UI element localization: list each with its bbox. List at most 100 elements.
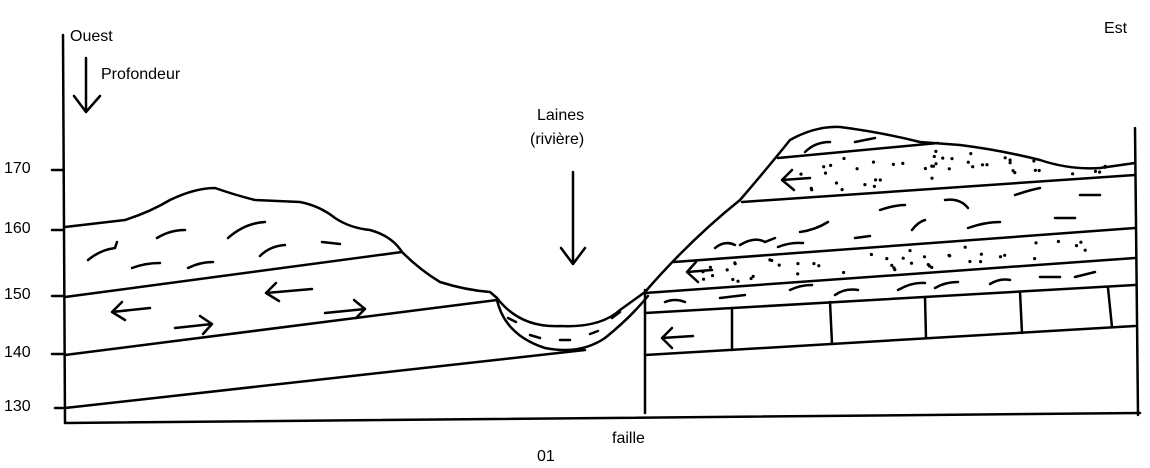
sand-dot — [934, 149, 938, 153]
sand-dot — [829, 163, 833, 167]
east-label: Est — [1104, 20, 1128, 37]
sand-dot — [985, 163, 989, 167]
sand-dot — [932, 154, 936, 159]
sand-dot — [863, 183, 867, 187]
sand-dot — [1008, 158, 1012, 162]
clay-dashes — [86, 136, 1102, 304]
tick-label: 140 — [4, 344, 31, 361]
limestone-joints — [730, 286, 1114, 352]
sand-dot — [1071, 172, 1075, 176]
sand-dot — [872, 184, 877, 188]
sand-dot — [969, 152, 973, 156]
sand-dot — [1033, 257, 1037, 261]
sand-dot — [1098, 170, 1102, 174]
sand-dot — [708, 265, 713, 269]
flow-arrows — [110, 168, 812, 350]
sand-dot — [768, 258, 772, 262]
sand-dot — [968, 259, 972, 264]
east-layer-boundary — [643, 256, 1137, 295]
sand-dot — [796, 272, 800, 276]
sand-dot — [1034, 241, 1038, 245]
tick-label: 170 — [4, 160, 31, 177]
sand-dot — [842, 156, 846, 161]
flow-right-arrow-icon — [173, 314, 214, 336]
east-layer-boundary — [643, 324, 1137, 357]
sand-dot — [998, 255, 1003, 259]
sand-dot — [1033, 168, 1037, 172]
sand-dot — [893, 268, 897, 272]
sand-dot — [1079, 240, 1083, 244]
sand-dot — [731, 277, 735, 282]
west-layer-boundary — [63, 250, 404, 299]
base-line — [63, 411, 1142, 425]
sand-dots — [701, 149, 1107, 283]
sand-dot — [930, 176, 934, 180]
depth-arrow-icon — [72, 56, 102, 114]
ground-surface — [63, 125, 1137, 328]
sand-dot — [922, 255, 927, 259]
sand-dot — [869, 252, 874, 257]
sand-dot — [810, 188, 814, 192]
flow-left-arrow-icon — [685, 260, 714, 284]
sand-dot — [1074, 244, 1079, 248]
sand-dot — [908, 249, 912, 253]
alluvium-dashes — [506, 310, 622, 342]
sand-dot — [980, 163, 985, 167]
tick-label: 160 — [4, 220, 31, 237]
sand-dot — [733, 262, 737, 266]
sand-dot — [966, 160, 970, 164]
sand-dot — [1003, 253, 1007, 257]
sand-dot — [941, 156, 945, 160]
tick-label: 150 — [4, 286, 31, 303]
flow-left-arrow-icon — [264, 281, 314, 303]
sand-dot — [947, 167, 951, 171]
east-layer-boundary — [740, 173, 1137, 204]
sand-dot — [963, 245, 967, 249]
sand-dot — [736, 279, 740, 283]
fault-label: faille — [612, 430, 645, 447]
west-label: Ouest — [70, 28, 113, 45]
sand-dot — [702, 277, 706, 281]
sand-dot — [1013, 171, 1017, 175]
sand-dot — [796, 262, 800, 266]
west-layer-boundary — [63, 298, 499, 357]
sand-dot — [822, 165, 826, 169]
sand-dot — [1003, 156, 1007, 160]
sand-dot — [979, 252, 984, 256]
sand-dot — [1103, 165, 1107, 169]
sand-dot — [725, 268, 729, 272]
river-note-label: (rivière) — [530, 131, 585, 148]
river-arrow-icon — [559, 170, 587, 266]
sand-dot — [751, 274, 755, 278]
sand-dot — [950, 157, 954, 161]
sand-dot — [901, 161, 905, 165]
tick-label: 130 — [4, 398, 31, 415]
sand-dot — [909, 261, 914, 265]
sand-dot — [901, 256, 905, 260]
sand-dot — [934, 162, 938, 166]
east-layer-boundary — [672, 226, 1137, 264]
sand-dot — [823, 171, 828, 175]
sand-dot — [817, 264, 821, 268]
east-border — [1133, 126, 1140, 417]
sand-dot — [923, 166, 928, 171]
east-layer-boundary — [776, 141, 940, 160]
sand-dot — [799, 172, 803, 176]
flow-left-arrow-icon — [780, 168, 812, 192]
flow-left-arrow-icon — [110, 300, 152, 322]
sand-dot — [812, 262, 816, 266]
sand-dot — [971, 165, 975, 169]
sand-dot — [1093, 169, 1098, 173]
sand-dot — [874, 178, 878, 182]
altitude-axis — [61, 33, 67, 425]
sand-dot — [891, 162, 896, 166]
river-alluvium — [495, 294, 650, 352]
west-layer-boundary — [63, 348, 587, 410]
sand-dot — [1037, 168, 1041, 173]
sand-dot — [749, 276, 753, 281]
sand-dot — [930, 164, 934, 168]
sand-dot — [878, 178, 882, 182]
sand-dot — [1056, 239, 1060, 244]
sand-dot — [930, 265, 934, 269]
